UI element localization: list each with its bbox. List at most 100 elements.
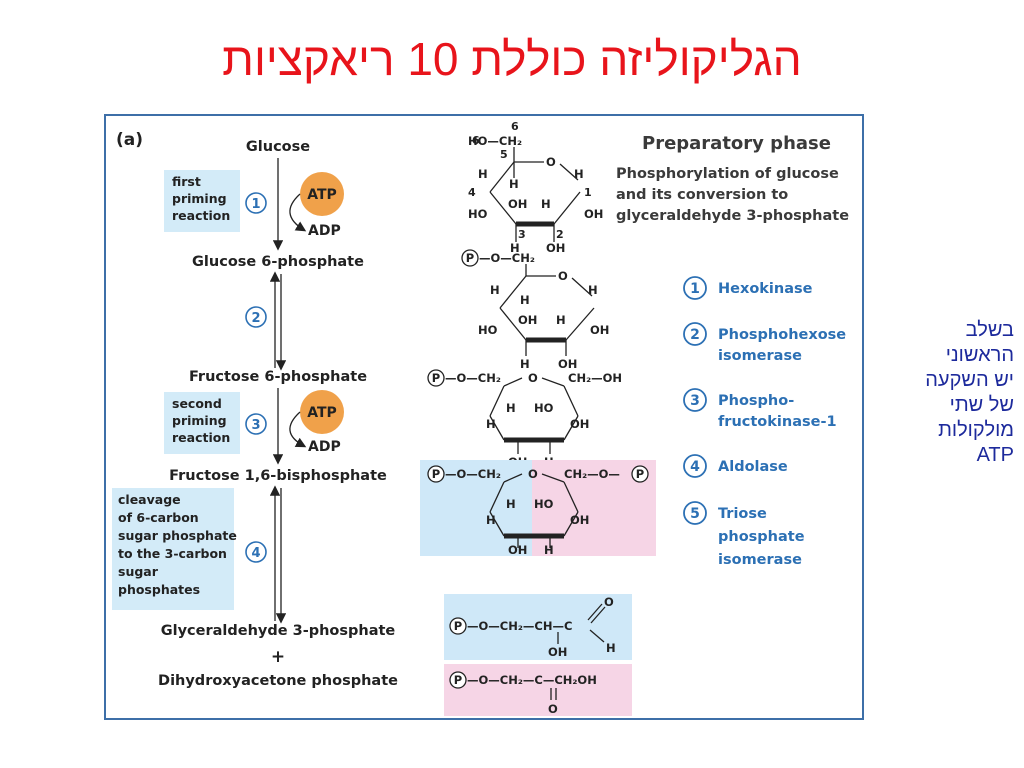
phase-desc-2: and its conversion to	[616, 187, 788, 203]
svg-text:OH: OH	[508, 197, 527, 211]
adp-label-2: ADP	[308, 439, 341, 455]
svg-text:2: 2	[556, 228, 564, 241]
side-note-line-6: ATP	[976, 444, 1014, 466]
svg-text:H: H	[506, 401, 516, 415]
side-note-line-4: של שתי	[949, 394, 1014, 416]
step-circle-2: 2	[245, 306, 267, 328]
phase-title: Preparatory phase	[642, 133, 831, 154]
svg-text:H: H	[510, 241, 520, 255]
note-2-line-3: reaction	[172, 430, 230, 445]
svg-text:Triose: Triose	[718, 506, 767, 522]
adp-label-1: ADP	[308, 223, 341, 239]
svg-text:H: H	[588, 283, 598, 297]
svg-text:—O—CH₂—C—CH₂OH: —O—CH₂—C—CH₂OH	[467, 673, 597, 687]
svg-text:phosphate: phosphate	[718, 529, 805, 545]
svg-text:Hexokinase: Hexokinase	[718, 281, 813, 297]
note-box-first-priming	[164, 170, 240, 232]
figure-canvas: (a) Preparatory phase Phosphorylation of…	[112, 120, 849, 716]
structure-fructose-6-phosphate: P —O—CH₂ O CH₂—OH H HO H OH OH H	[427, 369, 622, 469]
enzyme-4: 4 Aldolase	[683, 454, 788, 478]
enzyme-2: 2 Phosphohexose isomerase	[683, 322, 846, 364]
svg-text:HO—CH₂: HO—CH₂	[468, 134, 522, 148]
svg-text:3: 3	[518, 228, 526, 241]
svg-text:OH: OH	[518, 313, 537, 327]
phase-desc-3: glyceraldehyde 3-phosphate	[616, 208, 849, 224]
step-circle-4: 4	[245, 541, 267, 563]
svg-text:O: O	[558, 269, 568, 283]
svg-text:OH: OH	[508, 543, 527, 557]
adp-curve-2	[289, 411, 307, 448]
svg-text:isomerase: isomerase	[718, 552, 802, 568]
enzyme-5: 5 Triose phosphate isomerase	[683, 501, 805, 568]
side-note: בשלב הראשוני יש השקעה של שתי מולקולות AT…	[902, 318, 1014, 468]
svg-text:6: 6	[511, 120, 519, 133]
svg-text:P: P	[636, 467, 644, 481]
side-note-line-5: מולקולות	[938, 419, 1014, 441]
svg-text:O: O	[604, 595, 614, 609]
note-3-line-3: sugar phosphate	[118, 528, 237, 543]
svg-text:3: 3	[690, 393, 700, 409]
svg-text:H: H	[606, 641, 616, 655]
svg-text:OH: OH	[570, 417, 589, 431]
svg-text:H: H	[486, 417, 496, 431]
svg-text:H: H	[556, 313, 566, 327]
svg-text:1: 1	[690, 281, 700, 297]
note-3-line-2: of 6-carbon	[118, 510, 199, 525]
svg-text:CH₂—OH: CH₂—OH	[568, 371, 622, 385]
svg-text:P: P	[466, 251, 474, 265]
structure-fructose-1-6-bisphosphate: P —O—CH₂ O CH₂—O— P H HO H OH OH H	[420, 460, 656, 557]
side-note-line-2: הראשוני	[945, 344, 1014, 366]
svg-text:3: 3	[251, 418, 260, 433]
note-2-line-2: priming	[172, 413, 227, 428]
atp-label-2: ATP	[307, 405, 337, 421]
compound-dihydroxyacetone-phosphate: Dihydroxyacetone phosphate	[158, 673, 398, 689]
svg-text:1: 1	[584, 186, 592, 199]
enzyme-3: 3 Phospho- fructokinase-1	[683, 388, 837, 430]
svg-text:—O—CH₂—CH—C: —O—CH₂—CH—C	[467, 619, 572, 633]
svg-text:Phosphohexose: Phosphohexose	[718, 327, 846, 343]
svg-text:4: 4	[251, 546, 260, 561]
svg-text:P: P	[454, 619, 462, 633]
note-1-line-3: reaction	[172, 208, 230, 223]
structure-dihydroxyacetone-phosphate: P —O—CH₂—C—CH₂OH O	[444, 664, 632, 716]
svg-text:H: H	[520, 293, 530, 307]
step-circle-3: 3	[245, 413, 267, 435]
svg-text:H: H	[509, 177, 519, 191]
svg-text:2: 2	[690, 327, 700, 343]
compound-glyceraldehyde-3-phosphate: Glyceraldehyde 3-phosphate	[161, 623, 396, 639]
svg-text:OH: OH	[590, 323, 609, 337]
enzyme-1: 1 Hexokinase	[683, 276, 813, 300]
svg-text:5: 5	[690, 506, 700, 522]
svg-text:H: H	[520, 357, 530, 371]
svg-text:O: O	[548, 702, 558, 716]
atp-circle-2	[300, 390, 344, 434]
panel-label: (a)	[116, 130, 143, 150]
svg-text:HO: HO	[468, 207, 488, 221]
note-3-line-5: sugar	[118, 564, 159, 579]
note-2-line-1: second	[172, 396, 222, 411]
compound-glucose: Glucose	[246, 139, 310, 155]
svg-text:OH: OH	[570, 513, 589, 527]
svg-text:O: O	[528, 467, 538, 481]
svg-text:H: H	[478, 167, 488, 181]
compound-fructose-1-6-bisphosphate: Fructose 1,6-bisphosphate	[169, 468, 387, 484]
note-3-line-4: to the 3-carbon	[118, 546, 227, 561]
atp-label-1: ATP	[307, 187, 337, 203]
side-note-line-1: בשלב	[965, 319, 1014, 341]
svg-text:—O—CH₂: —O—CH₂	[445, 371, 501, 385]
svg-text:P: P	[454, 673, 462, 687]
adp-curve-1	[289, 193, 307, 232]
svg-text:H: H	[506, 497, 516, 511]
svg-text:—O—CH₂: —O—CH₂	[479, 251, 535, 265]
note-3-line-1: cleavage	[118, 492, 181, 507]
structure-glucose: 6 6 HO—CH₂ HO—CH₂ 6 5 O 4 1 H H H HO OH …	[468, 120, 603, 255]
svg-text:CH₂—O—: CH₂—O—	[564, 467, 620, 481]
svg-text:Aldolase: Aldolase	[718, 459, 788, 475]
svg-text:H: H	[544, 543, 554, 557]
svg-text:HO: HO	[534, 497, 554, 511]
side-note-line-3: יש השקעה	[925, 369, 1014, 391]
svg-text:H: H	[486, 513, 496, 527]
svg-text:—O—CH₂: —O—CH₂	[445, 467, 501, 481]
svg-text:5: 5	[500, 148, 508, 161]
svg-text:4: 4	[468, 186, 476, 199]
